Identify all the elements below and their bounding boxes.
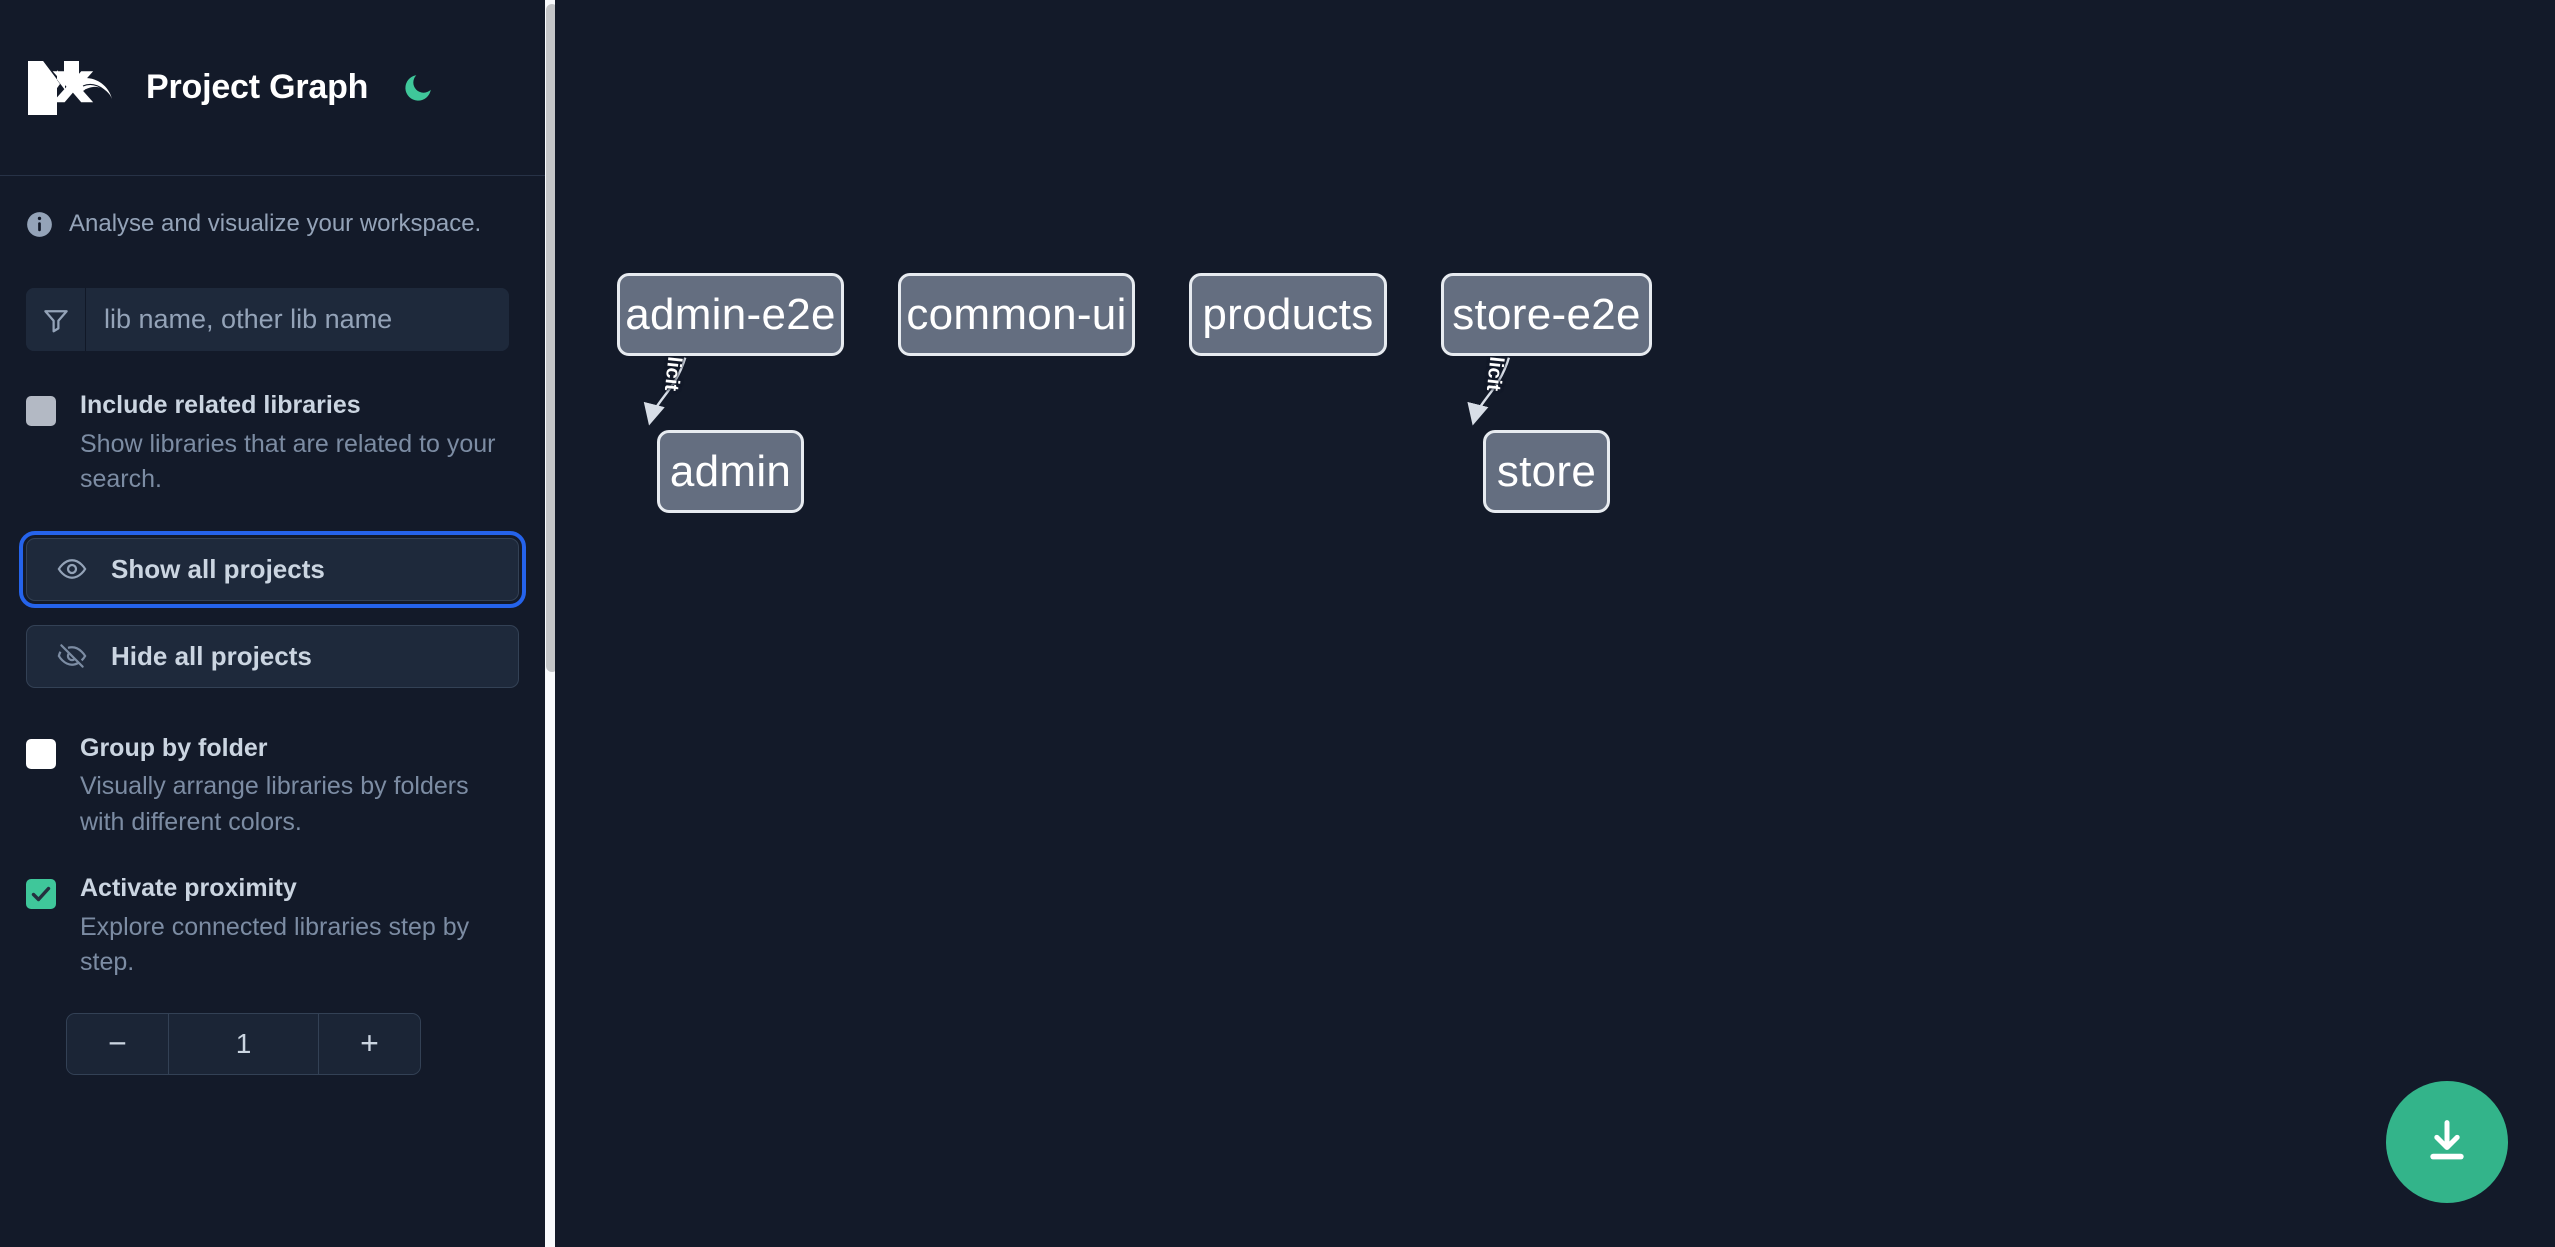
option-label: Activate proximity [80, 874, 297, 902]
proximity-stepper: − 1 + [66, 1012, 421, 1075]
proximity-value: 1 [169, 1013, 318, 1074]
checkbox-group-by-folder[interactable] [26, 738, 56, 769]
info-icon [26, 211, 53, 238]
option-description: Explore connected libraries step by step… [80, 912, 470, 977]
proximity-decrement-button[interactable]: − [67, 1013, 169, 1074]
checkbox-include-related-libraries[interactable] [26, 396, 56, 426]
search-field[interactable] [26, 288, 509, 351]
workspace-hint-text: Analyse and visualize your workspace. [69, 210, 482, 237]
sidebar-content: Project Graph Analyse and visu [0, 0, 555, 1247]
checkbox-activate-proximity[interactable] [26, 879, 56, 909]
workspace-hint: Analyse and visualize your workspace. [0, 176, 545, 238]
show-all-projects-label: Show all projects [111, 553, 325, 584]
filter-funnel-icon [26, 288, 86, 351]
sidebar-scrollbar-track[interactable] [545, 0, 555, 1247]
download-graph-button[interactable] [2386, 1081, 2508, 1203]
graph-node-store-e2e[interactable]: store-e2e [1441, 273, 1652, 356]
nx-logo-icon [26, 57, 118, 119]
graph-node-common-ui[interactable]: common-ui [898, 273, 1135, 356]
option-group-by-folder[interactable]: Group by folder Visually arrange librari… [0, 734, 545, 841]
proximity-increment-button[interactable]: + [318, 1013, 420, 1074]
sidebar-scrollbar-thumb[interactable] [546, 4, 555, 672]
eye-off-icon [55, 641, 89, 671]
page-title: Project Graph [146, 68, 369, 106]
option-description: Visually arrange libraries by folders wi… [80, 772, 469, 836]
moon-icon[interactable] [401, 71, 435, 105]
graph-node-admin[interactable]: admin [657, 430, 804, 513]
graph-node-admin-e2e[interactable]: admin-e2e [617, 273, 844, 356]
show-all-projects-button[interactable]: Show all projects [19, 530, 526, 608]
hide-all-projects-button[interactable]: Hide all projects [26, 624, 519, 688]
option-description: Show libraries that are related to your … [80, 429, 496, 494]
graph-node-store[interactable]: store [1483, 430, 1610, 513]
search-input[interactable] [86, 288, 509, 351]
option-label: Group by folder [80, 733, 268, 762]
sidebar: Project Graph Analyse and visu [0, 0, 555, 1247]
graph-node-products[interactable]: products [1189, 273, 1387, 356]
graph-canvas[interactable]: implicit implicit admin-e2e admin common… [555, 0, 2555, 1247]
eye-icon [55, 554, 89, 584]
graph-edges-layer [643, 357, 1511, 426]
header-divider [0, 175, 555, 176]
option-include-related-libraries[interactable]: Include related libraries Show libraries… [0, 391, 545, 498]
option-activate-proximity[interactable]: Activate proximity Explore connected lib… [0, 874, 545, 981]
sidebar-header: Project Graph [0, 0, 545, 175]
download-icon [2421, 1115, 2473, 1170]
option-label: Include related libraries [80, 391, 361, 419]
hide-all-projects-label: Hide all projects [111, 640, 312, 671]
